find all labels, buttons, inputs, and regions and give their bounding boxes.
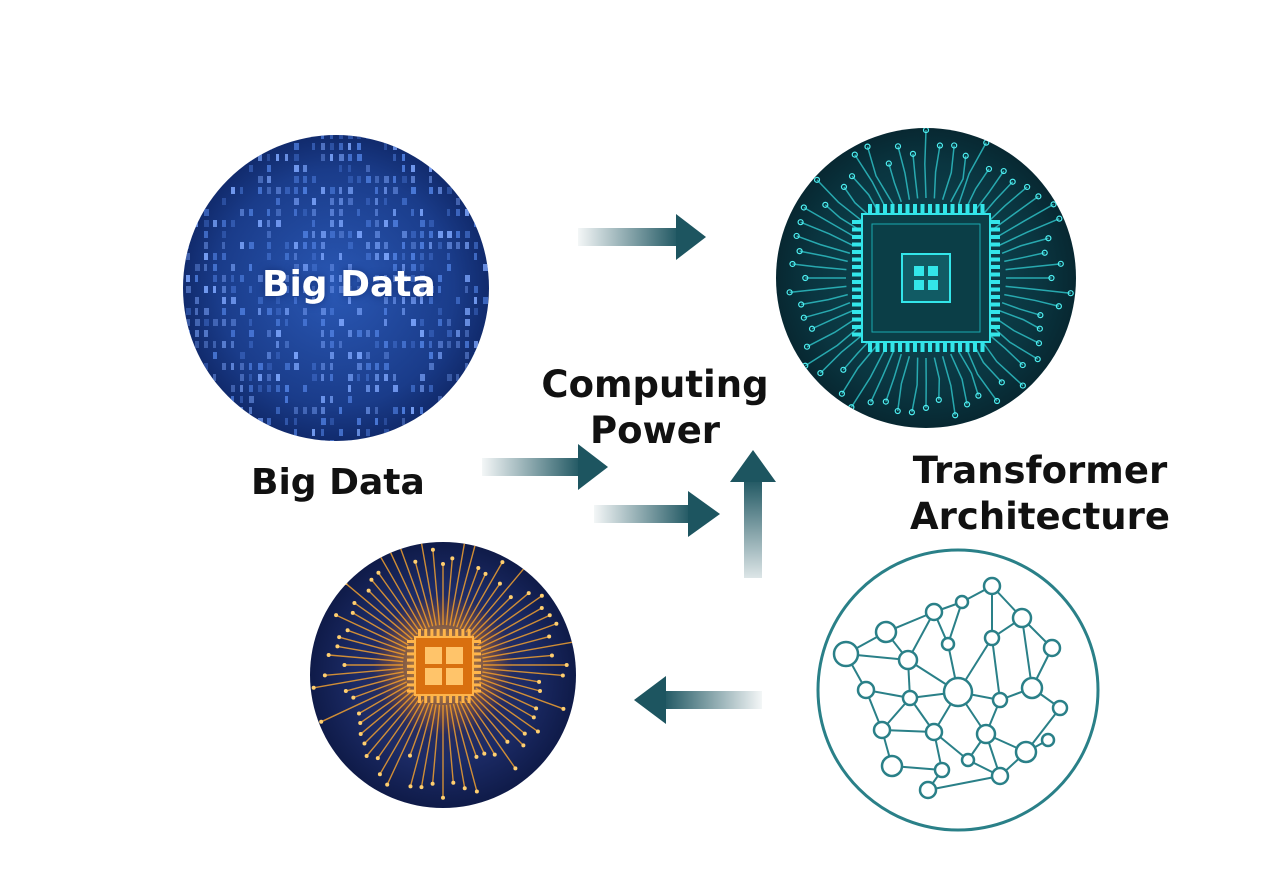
arrow-right-middle [482, 444, 608, 490]
network-graph-icon [832, 576, 1069, 800]
arrow-right-lower [594, 491, 720, 537]
arrow-left-bottom [634, 676, 762, 724]
big-data-caption: Big Data [251, 462, 425, 503]
arrow-up [730, 450, 776, 578]
gpu-chip-circle [310, 542, 576, 808]
transformer-network-circle [816, 548, 1100, 832]
transformer-caption-line2: Architecture [910, 495, 1170, 538]
computing-power-caption-line1: Computing [541, 363, 769, 406]
transformer-architecture-caption: Transformer Architecture [905, 448, 1175, 540]
big-data-circle-label: Big Data [262, 264, 436, 305]
computing-power-caption-line2: Power [589, 409, 721, 452]
arrow-right-top [578, 214, 706, 260]
transformer-caption-line1: Transformer [912, 449, 1168, 492]
chip-icon [852, 204, 1000, 352]
gpu-chip-icon [407, 629, 481, 703]
computing-power-chip-circle [776, 128, 1076, 428]
computing-power-caption: Computing Power [540, 362, 770, 454]
